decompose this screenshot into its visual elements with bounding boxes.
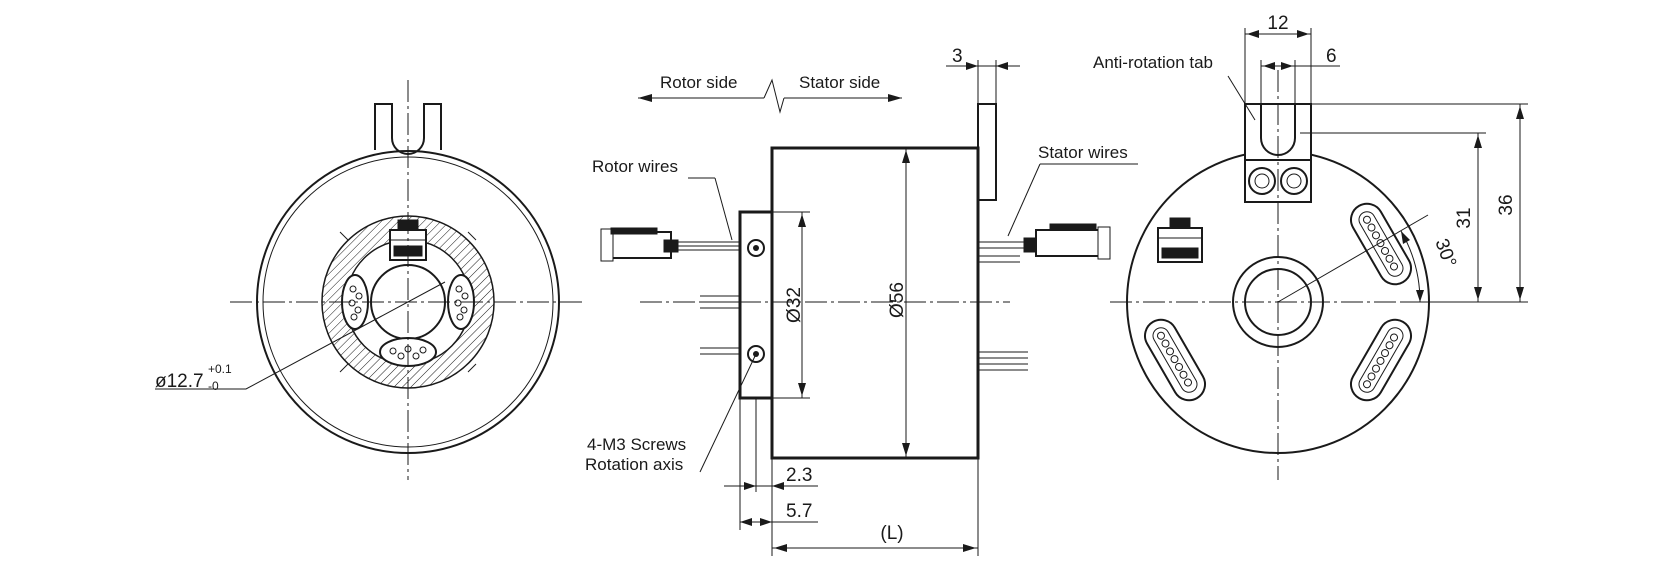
left-end-view: ø12.7 +0.1 -0 [155,80,585,480]
rotor-side-label: Rotor side [660,73,737,92]
dia-56-label: Ø56 [887,282,908,318]
dim-36-label: 36 [1496,194,1517,215]
dim-31-label: 31 [1454,207,1475,228]
dim-12-label: 12 [1267,13,1288,34]
dim-2-3-label: 2.3 [786,465,812,486]
rotor-wires-label: Rotor wires [592,157,678,176]
dim-3-label: 3 [952,46,963,67]
stator-wires-label: Stator wires [1038,143,1128,162]
right-end-view: 30° 12 6 Anti-rotation tab 36 31 [1093,13,1528,480]
screws-label: 4-M3 Screws [587,435,686,454]
dim-5-7-label: 5.7 [786,501,812,522]
bore-tolerance-upper: +0.1 [208,362,232,376]
stator-side-label: Stator side [799,73,880,92]
connector-icon [1157,217,1203,263]
side-view: Rotor side Stator side Ø56 Ø32 [585,46,1138,556]
dim-6-label: 6 [1326,46,1337,67]
length-label: (L) [880,523,903,544]
angle-30-label: 30° [1430,236,1460,270]
stator-connector [978,223,1111,263]
rotor-connector [600,227,740,262]
anti-rotation-tab-label: Anti-rotation tab [1093,53,1213,72]
bead-slot-bottom-right [1350,318,1412,402]
bore-tolerance-lower: -0 [208,379,219,393]
rotation-axis-label: Rotation axis [585,455,683,474]
dia-32-label: Ø32 [784,287,805,323]
bore-diameter-label: ø12.7 [155,371,204,392]
bead-slot-top-right [1350,202,1412,286]
bead-slot-bottom-left [1144,318,1206,402]
